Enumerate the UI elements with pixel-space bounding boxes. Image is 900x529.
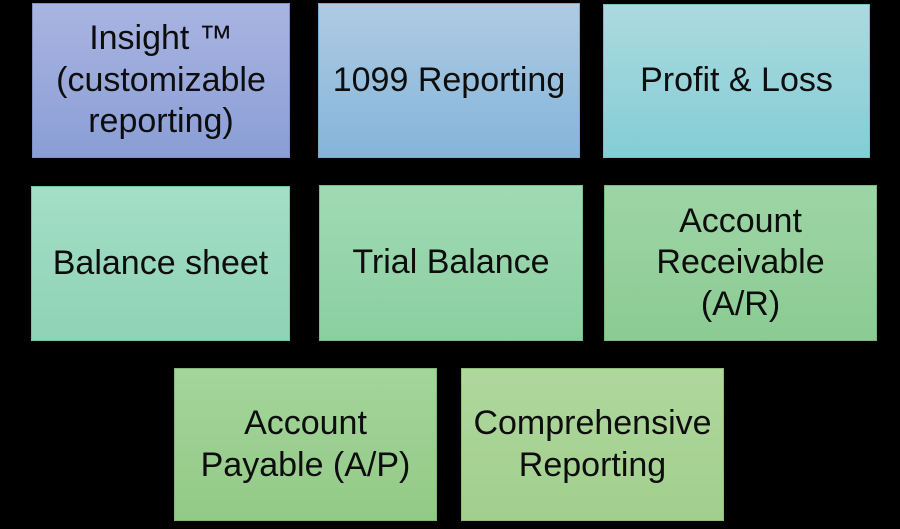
feature-box-account-payable: Account Payable (A/P) [174,368,437,521]
feature-box-profit-loss: Profit & Loss [603,4,870,158]
feature-box-balance-sheet-label: Balance sheet [52,243,269,282]
feature-box-profit-loss-label: Profit & Loss [640,61,833,100]
feature-box-comprehensive-reporting: Comprehensive Reporting [461,368,724,521]
feature-box-insight: Insight ™ (customizable reporting) [32,3,290,158]
feature-box-comprehensive-reporting-label: Comprehensive Reporting [473,404,712,484]
feature-box-trial-balance-label: Trial Balance [352,243,550,282]
feature-box-1099-reporting: 1099 Reporting [318,3,580,158]
feature-box-account-receivable: Account Receivable (A/R) [604,185,877,341]
feature-box-trial-balance: Trial Balance [319,185,583,341]
feature-box-account-payable-label: Account Payable (A/P) [200,404,411,484]
feature-box-insight-label: Insight ™ (customizable reporting) [56,19,266,141]
feature-box-account-receivable-label: Account Receivable (A/R) [656,201,825,323]
feature-box-balance-sheet: Balance sheet [31,186,290,341]
feature-box-1099-reporting-label: 1099 Reporting [332,60,566,99]
